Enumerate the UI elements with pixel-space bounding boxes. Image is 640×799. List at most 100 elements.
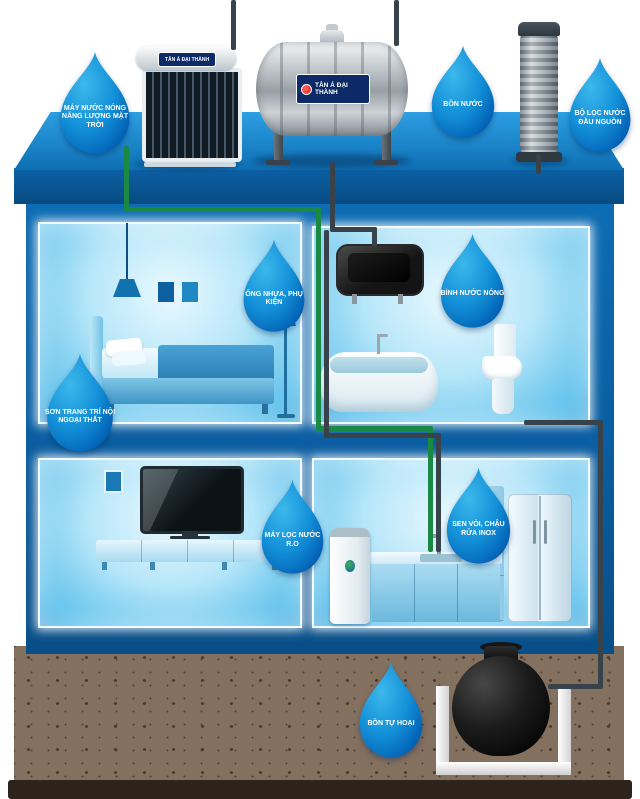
kitchen-sink-basin — [420, 554, 462, 562]
callout-label: BỘ LỌC NƯỚC ĐẦU NGUỒN — [574, 109, 626, 126]
refrigerator-handle — [544, 520, 547, 544]
callout-water-tank: BỒN NƯỚC — [424, 44, 502, 140]
brand-logo-dot — [301, 83, 312, 95]
heater-pipe-stub — [352, 294, 357, 304]
pipe-drain-to-septic — [548, 684, 603, 689]
tv-cabinet — [96, 540, 282, 562]
toilet-bowl — [482, 356, 522, 380]
septic-tank-body — [452, 656, 550, 756]
solar-brand-plate: TÂN Á ĐẠI THÀNH — [158, 52, 216, 67]
sink-faucet-spout — [428, 534, 441, 538]
pipe-drain-down — [598, 420, 603, 688]
water-drop-icon — [359, 661, 423, 758]
pipe-hot-jog — [316, 426, 433, 431]
solar-heater-base-rail — [144, 162, 236, 167]
pendant-lamp-shade — [113, 279, 141, 297]
refrigerator-handle — [533, 520, 536, 544]
callout-hot-water-heater: BÌNH NƯỚC NÓNG — [433, 232, 512, 330]
water-drop-icon — [243, 239, 305, 332]
ground-base-strip — [8, 780, 632, 799]
water-drop-icon — [569, 57, 631, 152]
pipe-hot-to-sink — [428, 426, 433, 552]
ro-purifier-top-band — [330, 528, 370, 537]
callout-ro-water-purifier: MÁY LỌC NƯỚC R.O — [254, 478, 331, 576]
bed-leg — [262, 404, 268, 414]
pipe-hot-solar-down — [124, 146, 129, 212]
tank-foot — [374, 160, 398, 165]
callout-label: SƠN TRANG TRÍ NỘI NGOẠI THẤT — [44, 408, 116, 425]
callout-label: SEN VÒI, CHẬU RỬA INOX — [452, 521, 505, 537]
pipe-inlet-top — [231, 0, 236, 50]
water-drop-icon — [47, 353, 113, 452]
water-drop-icon — [446, 467, 511, 564]
tank-top-cap — [320, 30, 344, 44]
toilet-base — [492, 378, 514, 414]
tank-top-knob — [326, 24, 338, 33]
callout-label: BÌNH NƯỚC NÓNG — [440, 290, 505, 298]
pendant-lamp-wire — [126, 223, 128, 281]
cabinet-leg — [102, 562, 107, 570]
floor-lamp-pole — [284, 324, 287, 416]
callout-faucet-sink: SEN VÒI, CHẬU RỬA INOX — [439, 466, 518, 566]
toilet-tank — [494, 324, 516, 362]
callout-label: BỒN NƯỚC — [443, 101, 483, 109]
cabinet-leg — [222, 562, 227, 570]
callout-septic-tank: BỒN TỰ HOẠI — [352, 660, 430, 760]
refrigerator-door-split — [539, 496, 541, 620]
bathtub-water — [330, 357, 428, 373]
pipe-cold-to-heater — [330, 227, 377, 232]
tank-leg — [274, 128, 283, 164]
brand-name-label: TÂN Á ĐẠI THÀNH — [164, 56, 210, 63]
pipe-heater-drop — [372, 227, 377, 247]
wall-water-heater-face — [348, 253, 410, 282]
pipe-hot-riser — [316, 207, 321, 431]
pipe-cold-riser — [324, 230, 329, 438]
tank-leg — [382, 128, 391, 164]
wall-picture-frame — [180, 280, 200, 304]
filter-column-body — [520, 30, 558, 156]
callout-solar-water-heater: MÁY NƯỚC NÓNG NĂNG LƯỢNG MẶT TRỜI — [52, 50, 138, 156]
water-drop-icon — [261, 479, 324, 574]
tv-stand-neck — [182, 531, 198, 537]
water-drop-icon — [440, 233, 505, 328]
pipe-cold-tank-down — [330, 162, 335, 232]
solar-collector-tubes — [142, 68, 242, 162]
callout-decorative-paint: SƠN TRANG TRÍ NỘI NGOẠI THẤT — [39, 352, 121, 454]
pipe-hot-horizontal — [124, 207, 321, 212]
pipe-cold-jog — [324, 433, 439, 438]
callout-pipes-fittings: ỐNG NHỰA, PHỤ KIỆN — [236, 238, 312, 334]
tub-faucet-pole — [377, 334, 380, 354]
tv-stand-base — [170, 536, 210, 539]
ro-purifier-logo — [345, 560, 355, 572]
callout-label: MÁY LỌC NƯỚC R.O — [264, 531, 321, 548]
pipe-drain-horizontal — [524, 420, 603, 425]
callout-label: ỐNG NHỰA, PHỤ KIỆN — [245, 290, 303, 307]
pipe-filter-to-roof — [536, 154, 541, 174]
heater-pipe-stub — [398, 294, 403, 304]
bed-base — [102, 378, 274, 404]
roof-front-face — [14, 168, 624, 204]
floor-lamp-base — [277, 414, 295, 418]
kitchen-base-cabinet — [372, 564, 500, 622]
brand-name-label: TÂN Á ĐẠI THÀNH — [315, 81, 348, 96]
callout-label: MÁY NƯỚC NÓNG NĂNG LƯỢNG MẶT TRỜI — [61, 104, 129, 130]
wall-picture-frame — [156, 280, 176, 304]
tank-brand-plate: TÂN Á ĐẠI THÀNH — [296, 74, 370, 104]
tv-screen — [140, 466, 244, 534]
tank-foot — [266, 160, 290, 165]
bed-blanket — [158, 345, 274, 381]
callout-label: BỒN TỰ HOẠI — [367, 719, 415, 727]
septic-pit-left-wall — [436, 686, 449, 775]
filter-column-cap — [518, 22, 560, 36]
septic-pit-right-wall — [558, 686, 571, 775]
ro-water-purifier — [330, 528, 370, 624]
pipe-inlet-top — [394, 0, 399, 46]
tub-faucet-spout — [377, 334, 388, 337]
callout-source-water-filter: BỘ LỌC NƯỚC ĐẦU NGUỒN — [562, 56, 638, 154]
wall-picture-frame — [104, 470, 123, 493]
septic-pit-bottom — [436, 762, 571, 775]
pipe-cold-to-sink — [436, 433, 441, 552]
water-drop-icon — [431, 45, 495, 138]
water-drop-icon — [60, 51, 130, 154]
